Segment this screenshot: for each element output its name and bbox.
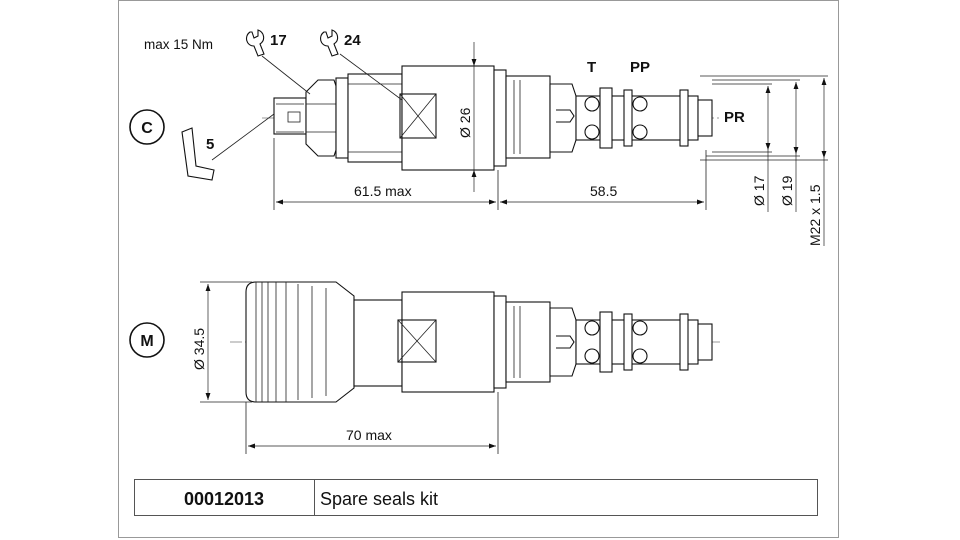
port-t-label: T: [587, 59, 596, 76]
dim-body-diameter: Ø 26: [457, 107, 473, 138]
torque-label: max 15 Nm: [144, 37, 213, 52]
port-pr-label: PR: [724, 109, 745, 126]
svg-text:C: C: [141, 120, 153, 137]
hex-key-icon: [181, 127, 215, 181]
spare-kit-table: [134, 479, 818, 516]
version-c-view: [262, 65, 720, 171]
version-c-badge: C: [129, 109, 165, 145]
dim-diameter-17: Ø 17: [751, 175, 767, 206]
hex-key-label: 5: [206, 136, 214, 153]
drawing-frame: [118, 0, 839, 538]
svg-text:M: M: [140, 333, 153, 350]
wrench-24-icon: [319, 29, 339, 57]
dim-c-head-length: 61.5 max: [354, 183, 412, 199]
dim-diameter-19: Ø 19: [779, 175, 795, 206]
kit-code: 00012013: [184, 489, 264, 509]
dim-thread: M22 x 1.5: [807, 184, 823, 246]
dim-cartridge-length: 58.5: [590, 183, 617, 199]
port-pp-label: PP: [630, 59, 650, 76]
version-m-badge: M: [129, 322, 165, 358]
dim-knob-diameter: Ø 34.5: [191, 328, 207, 370]
wrench-17-label: 17: [270, 32, 287, 49]
version-m-view: [230, 281, 720, 403]
wrench-24-label: 24: [344, 32, 361, 49]
wrench-17-icon: [245, 29, 265, 57]
kit-description: Spare seals kit: [320, 489, 438, 509]
dim-m-head-length: 70 max: [346, 427, 392, 443]
